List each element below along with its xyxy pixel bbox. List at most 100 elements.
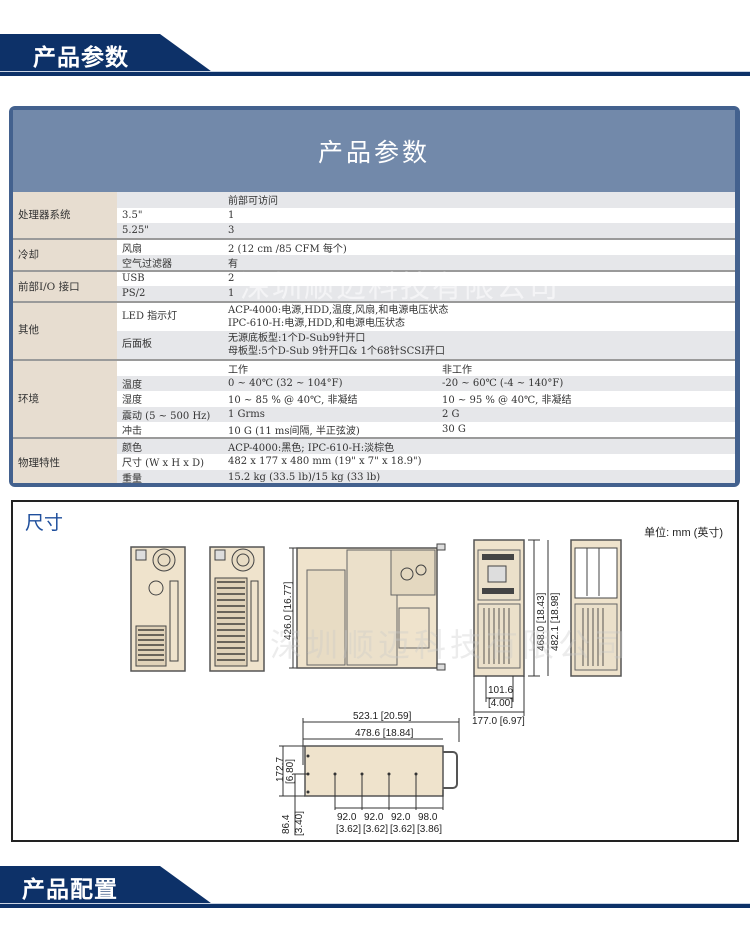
sub-cell: 冲击: [117, 422, 223, 438]
value-line: ACP-4000:电源,HDD,温度,风扇,和电源电压状态: [228, 304, 449, 316]
table-row: 前部I/O 接口 USB 2: [13, 269, 735, 302]
sub-cell: LED 指示灯: [117, 300, 223, 331]
sub-cell: 5.25": [117, 223, 223, 239]
top-view-drawing: 523.1 [20.59] 478.6 [18.84] 172.7 [6.80]…: [275, 711, 460, 836]
sub-cell: [117, 358, 223, 376]
sub-cell: 重量: [117, 469, 223, 483]
value2-cell: [437, 437, 735, 454]
table-row: 重量 15.2 kg (33.5 lb)/15 kg (33 lb): [13, 469, 735, 483]
dimensions-title: 尺寸: [25, 512, 64, 534]
dim-label-width-inner: 101.6: [488, 685, 513, 696]
table-row: PS/2 1: [13, 286, 735, 302]
category-cell: 其他: [13, 300, 117, 360]
spacing-label: 92.0: [364, 812, 384, 823]
value2-cell: 30 G: [437, 422, 735, 438]
category-cell: 环境: [13, 358, 117, 438]
unit-label: 单位: mm (英寸): [644, 527, 723, 539]
category-cell: 冷却: [13, 237, 117, 271]
dim-label-depth: 426.0 [16.77]: [283, 581, 294, 640]
value-cell: 1 Grms: [223, 406, 437, 422]
value-cell: 10 ~ 85 % @ 40℃, 非凝结: [223, 391, 437, 407]
dim-label-width-outer: 177.0 [6.97]: [472, 716, 525, 726]
dim-label-offset: 86.4: [281, 814, 292, 834]
value2-cell: [437, 469, 735, 483]
value-cell: ACP-4000:电源,HDD,温度,风扇,和电源电压状态 IPC-610-H:…: [223, 300, 735, 331]
dim-label-width-inner-in: [4.00]: [488, 698, 513, 709]
value-cell: 10 G (11 ms间隔, 半正弦波): [223, 422, 437, 438]
dim-label-height-2: 482.1 [18.98]: [550, 592, 561, 651]
table-row: 温度 0 ~ 40℃ (32 ~ 104°F) -20 ~ 60℃ (-4 ~ …: [13, 375, 735, 391]
spacing-label-in: [3.62]: [390, 824, 415, 835]
value-cell: ACP-4000:黑色; IPC-610-H:淡棕色: [223, 437, 437, 454]
table-row: 冲击 10 G (11 ms间隔, 半正弦波) 30 G: [13, 422, 735, 438]
dim-label-top-height: 172.7: [275, 757, 286, 782]
table-row: 空气过滤器 有: [13, 254, 735, 271]
spacing-label-in: [3.86]: [417, 824, 442, 835]
sub-cell: PS/2: [117, 286, 223, 302]
value2-cell: [437, 254, 735, 271]
value-cell: 482 x 177 x 480 mm (19" x 7" x 18.9"): [223, 454, 437, 470]
sub-cell: USB: [117, 269, 223, 286]
dim-label-height-1: 468.0 [18.43]: [536, 592, 547, 651]
value-cell: 15.2 kg (33.5 lb)/15 kg (33 lb): [223, 469, 437, 483]
table-row: 5.25" 3: [13, 223, 735, 239]
dim-label-top-height-in: [6.80]: [285, 759, 296, 784]
value-cell: 3: [223, 223, 437, 239]
sub-cell: 尺寸 (W x H x D): [117, 454, 223, 470]
sub-cell: 空气过滤器: [117, 254, 223, 271]
sub-cell: [117, 192, 223, 208]
value-cell: 有: [223, 254, 437, 271]
value2-cell: 非工作: [437, 358, 735, 376]
side-view-drawing: 426.0 [16.77]: [283, 543, 446, 671]
sub-cell: 湿度: [117, 391, 223, 407]
category-cell: 处理器系统: [13, 192, 117, 239]
value2-cell: -20 ~ 60℃ (-4 ~ 140°F): [437, 375, 735, 391]
value-line: 母板型:5个D-Sub 9针开口& 1个68针SCSI开口: [228, 345, 446, 357]
value-cell: 0 ~ 40℃ (32 ~ 104°F): [223, 375, 437, 391]
value-cell: 工作: [223, 358, 437, 376]
sub-cell: 风扇: [117, 237, 223, 255]
sub-cell: 后面板: [117, 330, 223, 360]
header-underline: [0, 71, 750, 76]
value-cell: 1: [223, 207, 437, 223]
spacing-label-in: [3.62]: [336, 824, 361, 835]
sub-cell: 震动 (5 ~ 500 Hz): [117, 406, 223, 422]
value-cell: 无源底板型:1个D-Sub9针开口 母板型:5个D-Sub 9针开口& 1个68…: [223, 330, 735, 360]
table-row: 其他 LED 指示灯 ACP-4000:电源,HDD,温度,风扇,和电源电压状态…: [13, 300, 735, 360]
value-line: IPC-610-H:电源,HDD,和电源电压状态: [228, 317, 406, 329]
table-row: 环境 工作 非工作: [13, 358, 735, 438]
table-row: 物理特性 颜色 ACP-4000:黑色; IPC-610-H:淡棕色: [13, 437, 735, 483]
sub-cell: 颜色: [117, 437, 223, 454]
rear-view-drawing-2: [209, 546, 265, 672]
dimensions-panel: 尺寸 单位: mm (英寸): [11, 500, 739, 842]
section-header-config: 产品配置: [0, 866, 750, 908]
front-open-view-drawing: [570, 539, 622, 677]
value2-cell: [437, 223, 735, 239]
value2-cell: [437, 286, 735, 302]
value-cell: 前部可访问: [223, 192, 437, 208]
spacing-label: 92.0: [391, 812, 411, 823]
value2-cell: [437, 237, 735, 255]
dim-label-offset-in: [3.40]: [294, 811, 305, 836]
value2-cell: [437, 192, 735, 208]
value-cell: 2 (12 cm /85 CFM 每个): [223, 237, 437, 255]
table-row: 后面板 无源底板型:1个D-Sub9针开口 母板型:5个D-Sub 9针开口& …: [13, 330, 735, 360]
value-cell: 1: [223, 286, 437, 302]
value2-cell: [437, 269, 735, 286]
table-row: 处理器系统 前部可访问: [13, 192, 735, 239]
category-cell: 前部I/O 接口: [13, 269, 117, 302]
value-cell: 2: [223, 269, 437, 286]
table-row: 湿度 10 ~ 85 % @ 40℃, 非凝结 10 ~ 95 % @ 40℃,…: [13, 391, 735, 407]
value-line: 无源底板型:1个D-Sub9针开口: [228, 332, 366, 344]
header-underline: [0, 903, 750, 908]
sub-cell: 3.5": [117, 207, 223, 223]
table-row: 尺寸 (W x H x D) 482 x 177 x 480 mm (19" x…: [13, 454, 735, 470]
dim-label-top-total: 523.1 [20.59]: [353, 711, 412, 722]
dim-label-top-body: 478.6 [18.84]: [355, 728, 414, 739]
spec-table: 处理器系统 前部可访问 3.5" 1 5.25" 3 冷却 风: [13, 192, 735, 483]
spacing-label: 98.0: [418, 812, 438, 823]
value2-cell: 2 G: [437, 406, 735, 422]
table-row: 冷却 风扇 2 (12 cm /85 CFM 每个): [13, 237, 735, 271]
section-header-params: 产品参数: [0, 34, 750, 76]
spec-table-panel: 产品参数 处理器系统 前部可访问 3.5" 1 5.25" 3: [9, 106, 740, 487]
